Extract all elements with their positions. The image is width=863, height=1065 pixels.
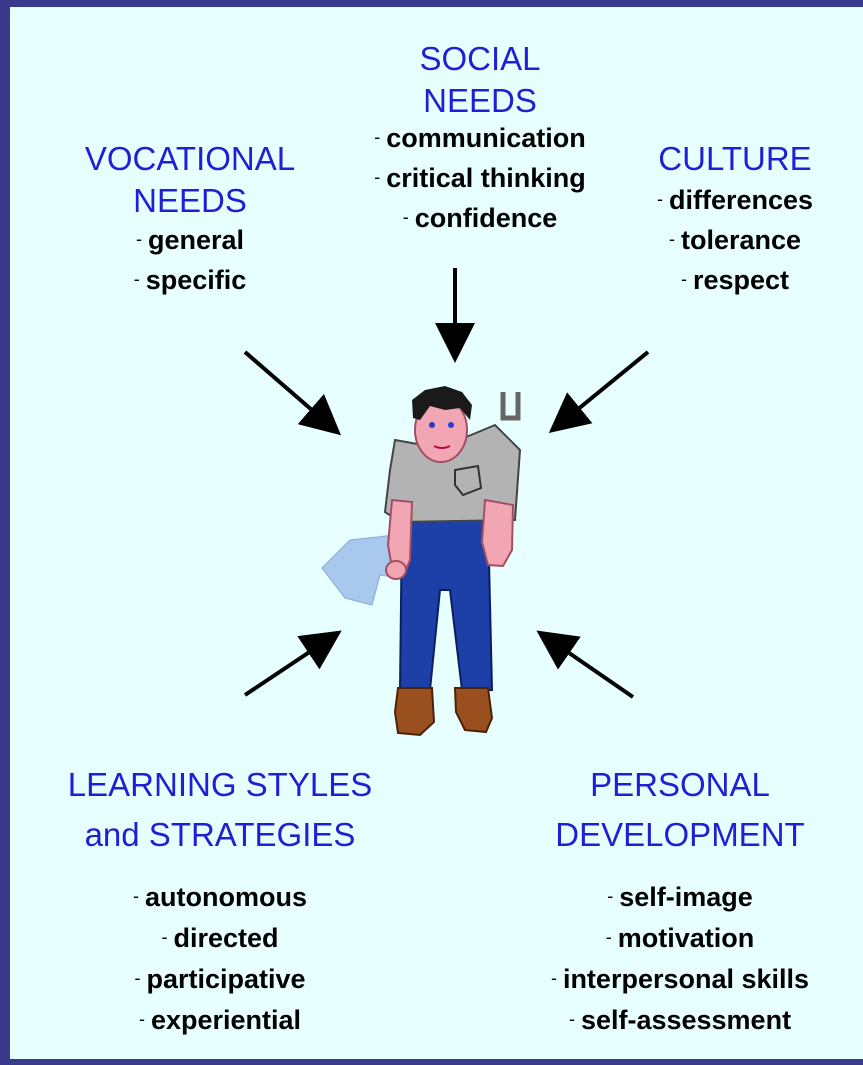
bullet: - xyxy=(656,189,663,209)
list-item: -tolerance xyxy=(668,225,802,255)
right-arm xyxy=(480,498,515,568)
learning-styles-heading: LEARNING STYLES and STRATEGIES xyxy=(40,760,400,860)
list-item: -respect xyxy=(680,265,790,295)
list-item: -general xyxy=(135,225,245,255)
student-figure xyxy=(321,386,522,737)
learning-styles-block: LEARNING STYLES and STRATEGIES -autonomo… xyxy=(40,760,400,1040)
bullet: - xyxy=(402,207,409,227)
bullet: - xyxy=(133,269,140,289)
vocational-needs-items: -general -specific xyxy=(60,220,320,300)
heading-line: SOCIAL xyxy=(419,40,541,77)
social-needs-items: -communication -critical thinking -confi… xyxy=(345,118,615,238)
list-item: -participative xyxy=(134,964,306,994)
list-item: -critical thinking xyxy=(374,163,586,193)
personal-development-heading: PERSONAL DEVELOPMENT xyxy=(510,760,850,860)
list-item: -autonomous xyxy=(133,882,307,912)
hair xyxy=(412,386,472,420)
personal-development-items: -self-image -motivation -interpersonal s… xyxy=(510,876,850,1040)
arrow-from-vocational-needs xyxy=(243,350,342,436)
list-item: -directed xyxy=(161,923,279,953)
bullet: - xyxy=(680,269,687,289)
left-shoe xyxy=(393,687,436,737)
list-item: -motivation xyxy=(605,923,755,953)
culture-block: CULTURE -differences -tolerance -respect xyxy=(630,138,840,300)
heading-line: NEEDS xyxy=(423,82,537,119)
heading-line: VOCATIONAL xyxy=(84,140,296,177)
right-shoe xyxy=(453,687,494,734)
list-item: -self-image xyxy=(607,882,753,912)
heading-line: DEVELOPMENT xyxy=(555,816,805,853)
bullet: - xyxy=(568,1009,575,1029)
arrow-from-learning-styles xyxy=(243,630,342,697)
heading-line: PERSONAL xyxy=(590,766,770,803)
arrow-from-culture xyxy=(548,350,650,434)
bullet: - xyxy=(138,1009,145,1029)
vocational-needs-block: VOCATIONAL NEEDS -general -specific xyxy=(60,138,320,300)
learning-styles-items: -autonomous -directed -participative -ex… xyxy=(40,876,400,1040)
heading-line: CULTURE xyxy=(658,140,812,177)
arrow-from-personal-development xyxy=(536,630,635,699)
heading-line: and STRATEGIES xyxy=(84,816,356,853)
bullet: - xyxy=(133,886,139,906)
list-item: -experiential xyxy=(138,1005,302,1035)
social-needs-heading: SOCIAL NEEDS xyxy=(345,38,615,122)
heading-line: NEEDS xyxy=(133,182,247,219)
bullet: - xyxy=(374,127,381,147)
bullet: - xyxy=(607,886,614,906)
bullet: - xyxy=(605,927,612,947)
list-item: -differences xyxy=(656,185,814,215)
bullet: - xyxy=(550,968,557,988)
bullet: - xyxy=(161,927,168,947)
bullet: - xyxy=(135,229,142,249)
vocational-needs-heading: VOCATIONAL NEEDS xyxy=(60,138,320,222)
culture-heading: CULTURE xyxy=(630,138,840,180)
list-item: -self-assessment xyxy=(568,1005,792,1035)
culture-items: -differences -tolerance -respect xyxy=(630,180,840,300)
list-item: -specific xyxy=(133,265,247,295)
bullet: - xyxy=(374,167,381,187)
list-item: -interpersonal skills xyxy=(550,964,810,994)
social-needs-block: SOCIAL NEEDS -communication -critical th… xyxy=(345,38,615,238)
personal-development-block: PERSONAL DEVELOPMENT -self-image -motiva… xyxy=(510,760,850,1040)
heading-line: LEARNING STYLES xyxy=(67,766,373,803)
jeans xyxy=(398,517,494,691)
list-item: -confidence xyxy=(402,203,558,233)
bullet: - xyxy=(134,968,141,988)
list-item: -communication xyxy=(374,123,586,153)
bullet: - xyxy=(668,229,675,249)
